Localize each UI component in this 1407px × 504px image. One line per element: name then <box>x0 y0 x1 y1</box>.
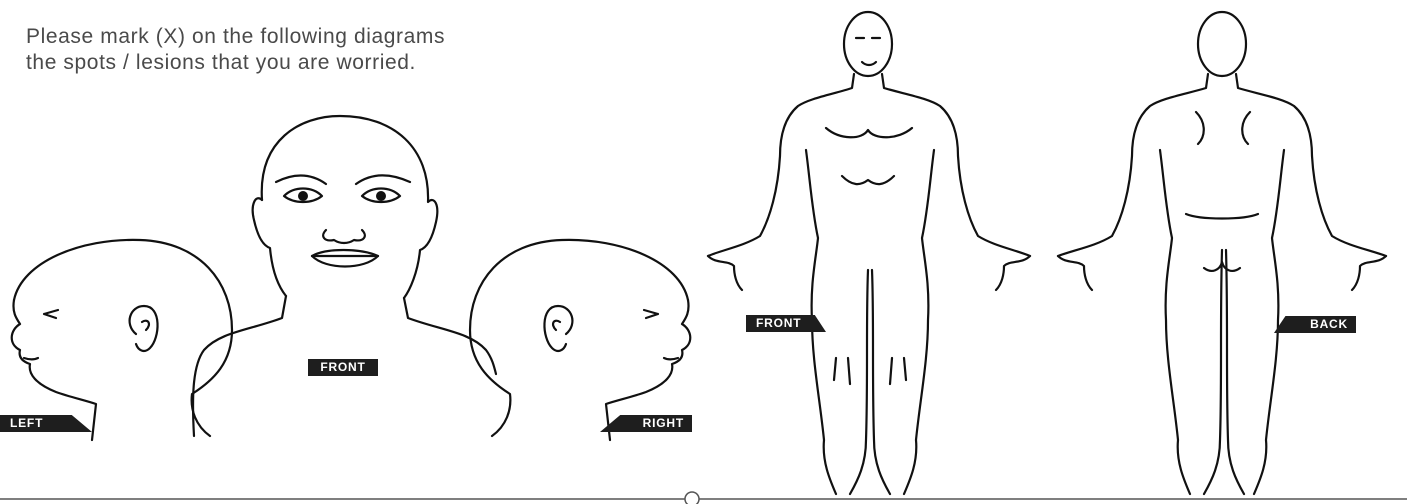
body-front-diagram[interactable] <box>708 12 1030 494</box>
label-back-body: BACK <box>1274 316 1356 333</box>
label-front-head: FRONT <box>308 359 378 376</box>
head-front-diagram[interactable] <box>193 116 496 436</box>
head-left-profile-diagram[interactable] <box>12 240 232 440</box>
bottom-divider-knob <box>685 492 699 504</box>
body-back-diagram[interactable] <box>1058 12 1386 494</box>
label-front-body: FRONT <box>746 315 826 332</box>
head-right-profile-diagram[interactable] <box>470 240 690 440</box>
